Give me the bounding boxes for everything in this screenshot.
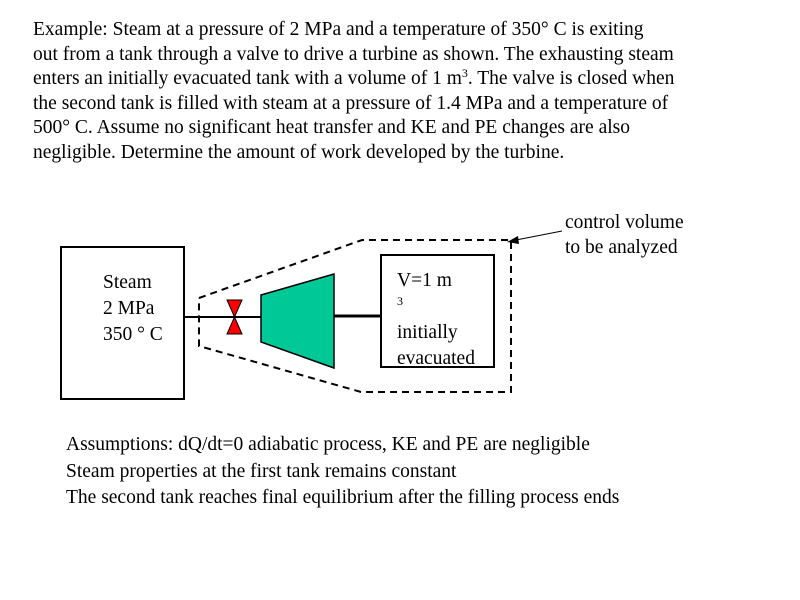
tank2-state-1: initially	[397, 322, 458, 343]
tank2-label: V=1 m 3 initially evacuated	[397, 268, 475, 372]
assumptions: Assumptions: dQ/dt=0 adiabatic process, …	[66, 432, 619, 512]
tank2-state-2: evacuated	[397, 348, 475, 369]
tank2-volume-exponent: 3	[397, 294, 403, 308]
control-volume-boundary	[198, 239, 512, 393]
problem-line-1: Example: Steam at a pressure of 2 MPa an…	[33, 19, 644, 40]
assumption-1: Assumptions: dQ/dt=0 adiabatic process, …	[66, 434, 590, 455]
tank2-volume-text: V=1 m	[397, 270, 452, 291]
tank1-label: Steam 2 MPa 350 ° C	[103, 270, 163, 348]
control-volume-label-line-1: control volume	[565, 212, 684, 233]
turbine-icon	[260, 273, 335, 370]
problem-line-2: out from a tank through a valve to drive…	[33, 43, 674, 65]
control-volume-label-line-2: to be analyzed	[565, 237, 678, 258]
problem-statement: Example: Steam at a pressure of 2 MPa an…	[33, 18, 783, 166]
control-volume-pointer	[515, 230, 563, 241]
problem-line-4: the second tank is filled with steam at …	[33, 92, 669, 114]
problem-line-3-text: enters an initially evacuated tank with …	[33, 68, 462, 90]
problem-line-3: enters an initially evacuated tank with …	[33, 67, 783, 92]
assumption-3: The second tank reaches final equilibriu…	[66, 487, 620, 508]
tank1-pressure: 2 MPa	[103, 298, 155, 319]
steam-supply-tank	[60, 246, 185, 400]
volume-unit-exponent: 3	[461, 66, 468, 81]
assumption-2: Steam properties at the first tank remai…	[66, 460, 457, 482]
valve-icon	[226, 299, 243, 335]
arrowhead-icon	[507, 236, 519, 244]
control-volume-label: control volume to be analyzed	[565, 210, 684, 260]
tank2-volume: V=1 m 3	[397, 268, 475, 320]
problem-line-3-rest: . The valve is closed when	[467, 68, 675, 90]
tank1-fluid: Steam	[103, 272, 152, 293]
problem-line-6: negligible. Determine the amount of work…	[33, 141, 565, 163]
tank1-temperature: 350 ° C	[103, 324, 163, 345]
receiving-tank	[380, 254, 495, 368]
problem-line-5: 500° C. Assume no significant heat trans…	[33, 117, 630, 139]
